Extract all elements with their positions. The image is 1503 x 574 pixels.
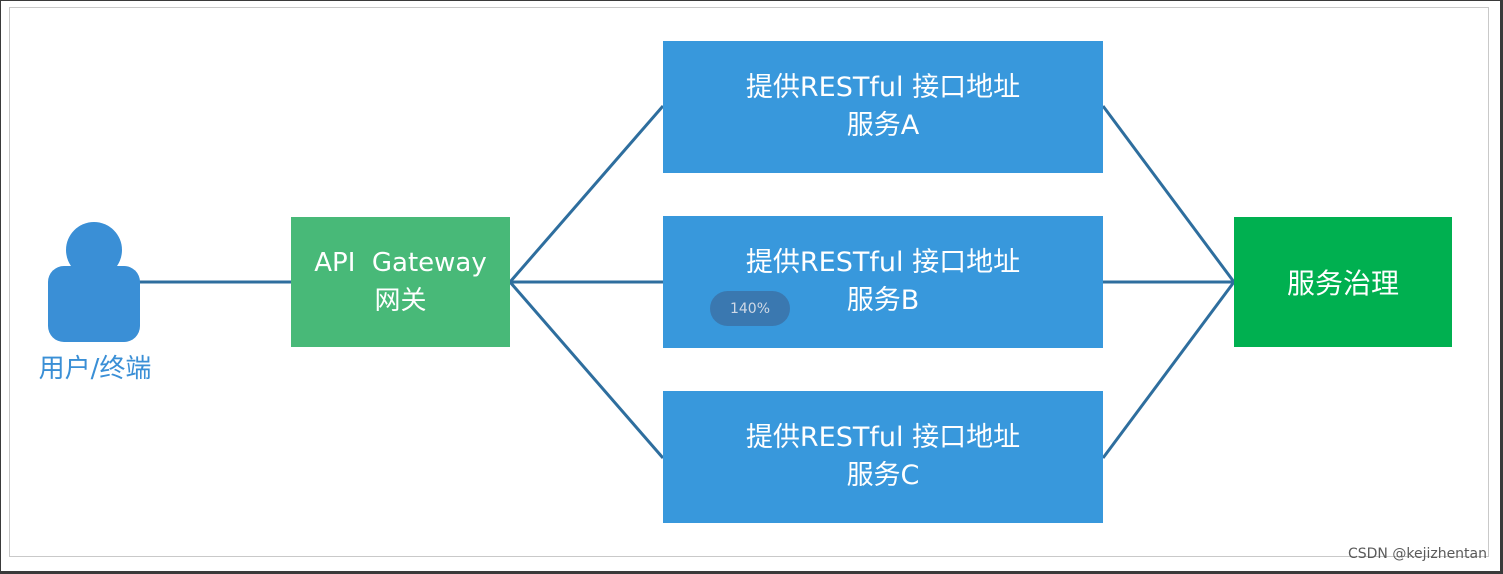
service-b-node: 提供RESTful 接口地址 服务B: [663, 216, 1103, 348]
service-governance-label: 服务治理: [1286, 267, 1399, 300]
person-icon: [48, 222, 140, 342]
service-governance-node: 服务治理: [1234, 217, 1452, 347]
service-a-name: 服务A: [846, 110, 920, 141]
service-b-description: 提供RESTful 接口地址: [745, 247, 1021, 278]
service-a-node: 提供RESTful 接口地址 服务A: [663, 41, 1103, 173]
service-c-description: 提供RESTful 接口地址: [745, 422, 1021, 453]
connector-service-c-governance: [1101, 281, 1236, 459]
connector-gateway-service-c: [508, 281, 665, 459]
service-c-name: 服务C: [846, 460, 920, 491]
service-b-name: 服务B: [846, 285, 920, 316]
watermark-text: CSDN @kejizhentan: [1347, 546, 1487, 562]
zoom-level-badge: 140%: [710, 291, 790, 326]
api-gateway-subtitle: 网关: [374, 286, 427, 316]
api-gateway-title: API Gateway: [314, 248, 487, 278]
service-a-description: 提供RESTful 接口地址: [745, 72, 1021, 103]
api-gateway-node: API Gateway 网关: [291, 217, 510, 347]
connector-service-a-governance: [1101, 105, 1236, 283]
service-c-node: 提供RESTful 接口地址 服务C: [663, 391, 1103, 523]
user-terminal-label: 用户/终端: [38, 354, 152, 384]
inner-frame: [9, 7, 1489, 557]
connector-gateway-service-a: [508, 105, 665, 283]
